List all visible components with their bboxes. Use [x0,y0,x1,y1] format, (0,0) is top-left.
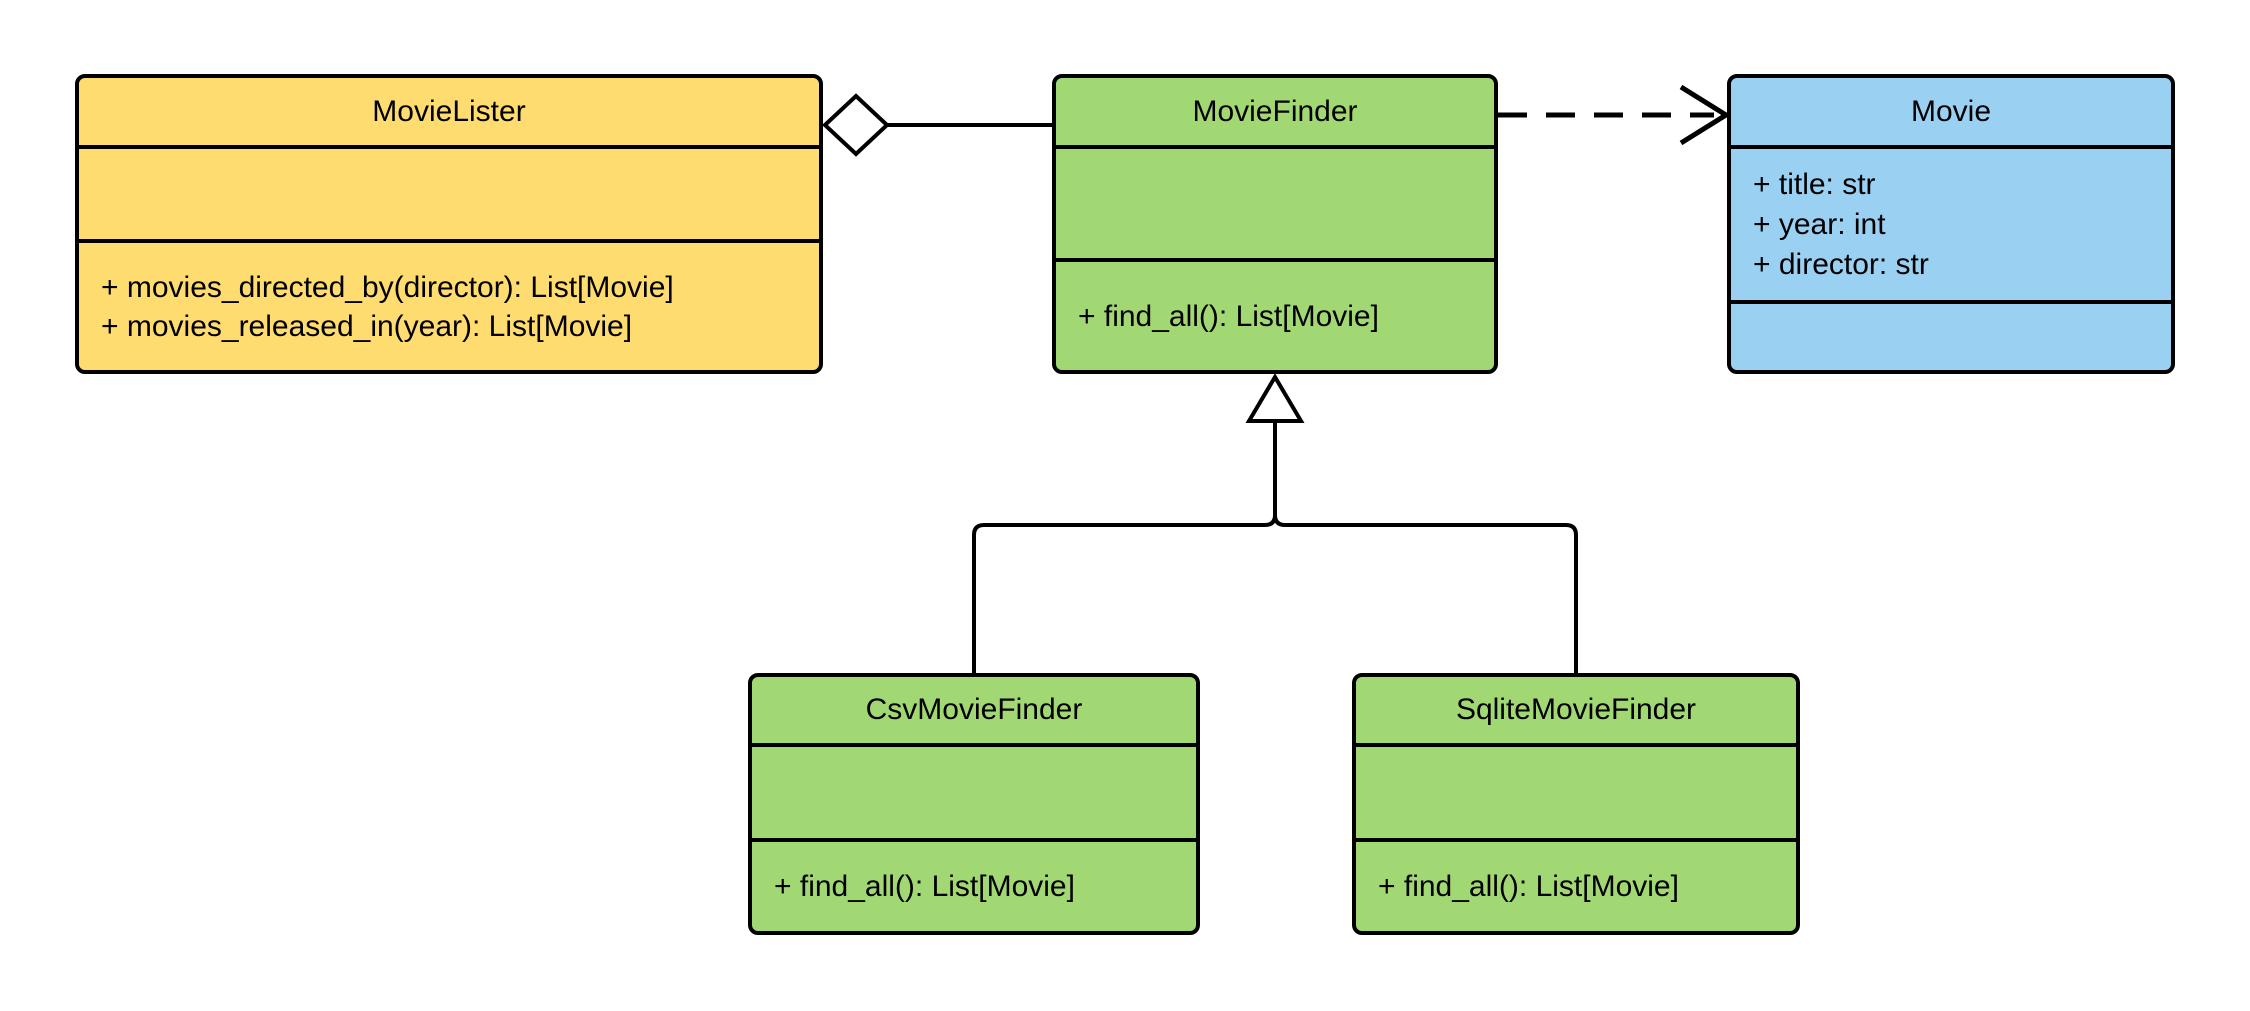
class-attributes-empty [79,145,819,239]
class-title: CsvMovieFinder [865,693,1083,726]
method-line: + find_all(): List[Movie] [774,870,1075,903]
class-methods: + find_all(): List[Movie] [1056,258,1494,370]
class-attributes: + title: str + year: int + director: str [1731,145,2171,300]
attribute-line: + title: str [1753,167,1876,201]
class-methods: + movies_directed_by(director): List[Mov… [79,239,819,370]
class-title: SqliteMovieFinder [1455,693,1697,726]
method-line: + movies_released_in(year): List[Movie] [101,309,633,343]
attribute-line: + year: int [1753,207,1886,241]
class-attributes-empty [1056,145,1494,258]
class-box-moviefinder: MovieFinder + find_all(): List[Movie] [1052,74,1498,374]
dependency-arrowhead-icon [1679,84,1731,146]
attribute-line: + director: str [1753,247,1929,281]
inheritance-connector [972,373,1578,673]
dependency-connector [1498,84,1731,146]
class-attributes-empty [752,743,1196,838]
method-line: + movies_directed_by(director): List[Mov… [101,270,674,304]
method-line: + find_all(): List[Movie] [1078,299,1379,333]
class-methods: + find_all(): List[Movie] [1356,838,1796,931]
class-box-csvmoviefinder: CsvMovieFinder + find_all(): List[Movie] [748,673,1200,935]
class-attributes-empty [1356,743,1796,838]
aggregation-diamond-icon [822,93,890,157]
class-methods-empty [1731,300,2171,370]
inheritance-triangle-icon [1245,373,1305,423]
aggregation-connector [822,93,1052,157]
class-title: MovieLister [372,94,526,128]
class-box-movielister: MovieLister + movies_directed_by(directo… [75,74,823,374]
class-box-sqlitemoviefinder: SqliteMovieFinder + find_all(): List[Mov… [1352,673,1800,935]
class-box-movie: Movie + title: str + year: int + directo… [1727,74,2175,374]
method-line: + find_all(): List[Movie] [1378,870,1679,903]
class-title: MovieFinder [1192,94,1358,128]
class-title: Movie [1910,94,1992,128]
class-methods: + find_all(): List[Movie] [752,838,1196,931]
